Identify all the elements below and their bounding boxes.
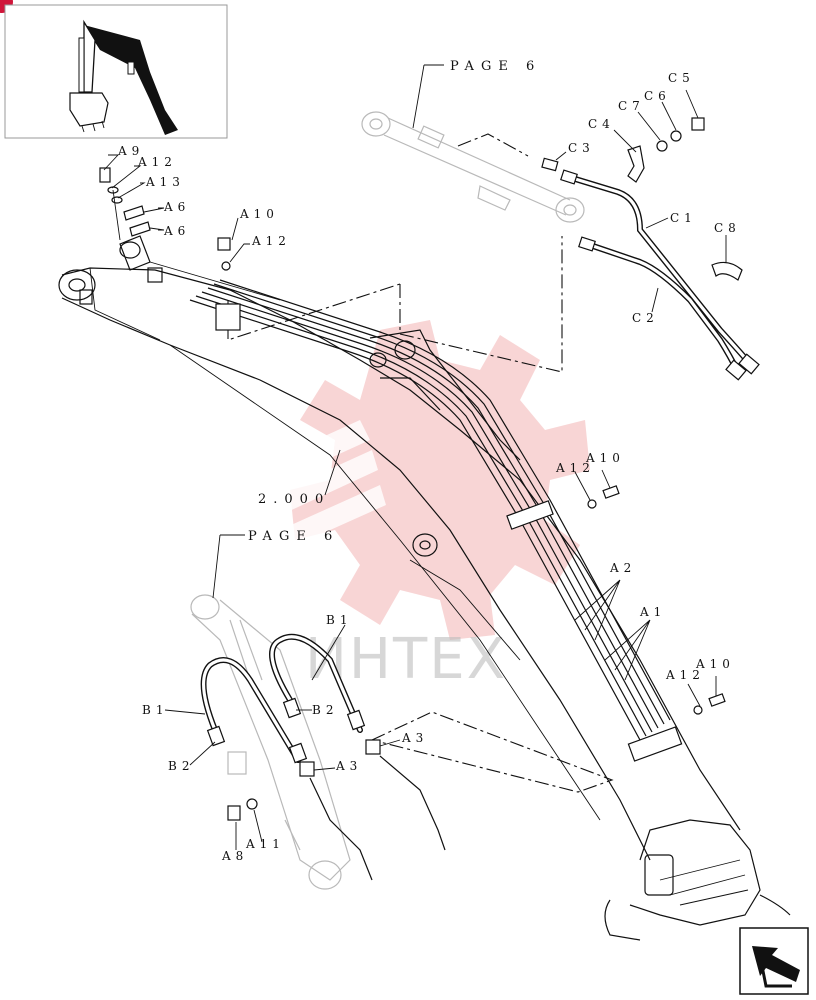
clamp-a6-1[interactable] — [123, 205, 145, 221]
part-c3[interactable] — [541, 157, 559, 172]
pipe-clamp-lower — [627, 726, 683, 762]
fitting-b2-left[interactable] — [206, 725, 226, 747]
next-page-arrow-icon[interactable] — [739, 927, 809, 995]
callout-c6[interactable]: C6 — [644, 89, 671, 103]
callout-c1[interactable]: C1 — [670, 211, 697, 225]
callout-c2[interactable]: C2 — [632, 311, 659, 325]
washer-a13[interactable] — [111, 196, 123, 204]
callout-a6-2[interactable]: A6 — [163, 224, 190, 238]
bolt-a10-top[interactable] — [217, 237, 231, 251]
hose-a3-tails — [309, 755, 446, 881]
callout-a13[interactable]: A13 — [145, 175, 185, 189]
overview-thumbnail[interactable] — [4, 4, 228, 139]
callout-a3-left[interactable]: A3 — [335, 759, 362, 773]
callout-a8[interactable]: A8 — [221, 849, 248, 863]
callout-a9[interactable]: A9 — [117, 144, 144, 158]
callout-c3[interactable]: C3 — [568, 141, 595, 155]
callout-b2-left[interactable]: B2 — [168, 759, 194, 773]
callout-c5[interactable]: C5 — [668, 71, 695, 85]
fitting-b-upper — [346, 709, 366, 731]
callout-a2[interactable]: A2 — [609, 561, 636, 575]
bolt-a8[interactable] — [227, 805, 241, 821]
hose-b1-right[interactable] — [269, 633, 363, 733]
page-ref-top[interactable]: PAGE 6 — [450, 59, 541, 74]
callout-b2-right[interactable]: B2 — [312, 703, 338, 717]
assembly-number: 2.000 — [258, 492, 330, 507]
callout-a10-top[interactable]: A10 — [239, 207, 279, 221]
callout-c4[interactable]: C4 — [588, 117, 615, 131]
watermark-text: ИНТЕX — [305, 627, 507, 692]
callout-a12-mid[interactable]: A12 — [251, 234, 291, 248]
callout-a12-r2[interactable]: A12 — [665, 668, 705, 682]
pipe-clamp-top — [215, 303, 241, 331]
callout-b1-left[interactable]: B1 — [142, 703, 168, 717]
page-ref-bottom[interactable]: PAGE 6 — [248, 529, 339, 544]
pipe-group-a1-a2[interactable] — [189, 279, 671, 741]
bolt-a10-r2[interactable] — [708, 693, 726, 707]
callout-a1[interactable]: A1 — [639, 605, 666, 619]
callout-c7[interactable]: C7 — [618, 99, 645, 113]
hose-c1[interactable] — [569, 175, 755, 369]
callout-b1-right[interactable]: B1 — [326, 613, 352, 627]
fitting-c1-start — [560, 169, 578, 185]
fitting-a3-right[interactable] — [365, 739, 381, 755]
callout-a10-r2[interactable]: A10 — [695, 657, 735, 671]
washer-a12-r1[interactable] — [587, 499, 597, 509]
callout-a10-r1[interactable]: A10 — [585, 451, 625, 465]
callout-a6-1[interactable]: A6 — [163, 200, 190, 214]
hose-b1-left[interactable] — [200, 657, 301, 763]
part-c4-clip[interactable] — [627, 145, 645, 183]
leader-top-group — [399, 236, 563, 373]
callout-leaders — [103, 64, 727, 850]
part-c6-washer[interactable] — [670, 130, 682, 142]
callout-a12-r1[interactable]: A12 — [555, 461, 595, 475]
part-c7-washer[interactable] — [656, 140, 668, 152]
pipe-clamp-mid — [506, 500, 554, 530]
fitting-c2-end — [725, 359, 747, 381]
bucket-cylinder-top — [361, 111, 585, 223]
part-c5-bolt[interactable] — [691, 117, 705, 131]
leader-b-group — [371, 711, 614, 793]
fitting-c1-end — [738, 353, 760, 375]
callout-a3-right[interactable]: A3 — [401, 731, 428, 745]
washer-a11[interactable] — [246, 798, 258, 810]
callout-a11[interactable]: A11 — [245, 837, 285, 851]
fitting-a3-left[interactable] — [299, 761, 315, 777]
bolt-a9[interactable] — [99, 167, 111, 183]
callout-a12-top[interactable]: A12 — [137, 155, 177, 169]
fitting-b2-right[interactable] — [282, 697, 302, 719]
clamp-a6-2[interactable] — [129, 221, 151, 237]
boom-cylinder-lower — [190, 594, 351, 890]
callout-c8[interactable]: C8 — [714, 221, 741, 235]
leader-c3 — [457, 133, 529, 157]
watermark-logo: ИНТЕX — [250, 320, 590, 692]
fitting-c2-start — [578, 236, 596, 252]
bolt-a10-r1[interactable] — [602, 485, 620, 499]
part-c8-clamp[interactable] — [711, 261, 743, 281]
fitting-b-lower — [288, 742, 308, 764]
washer-a12-top[interactable] — [221, 261, 231, 271]
callout-labels: PAGE 6 PAGE 6 2.000 A9 A12 A13 A6 A6 A10… — [117, 59, 741, 863]
washer-a12-r2[interactable] — [693, 705, 703, 715]
main-boom[interactable] — [58, 235, 791, 941]
